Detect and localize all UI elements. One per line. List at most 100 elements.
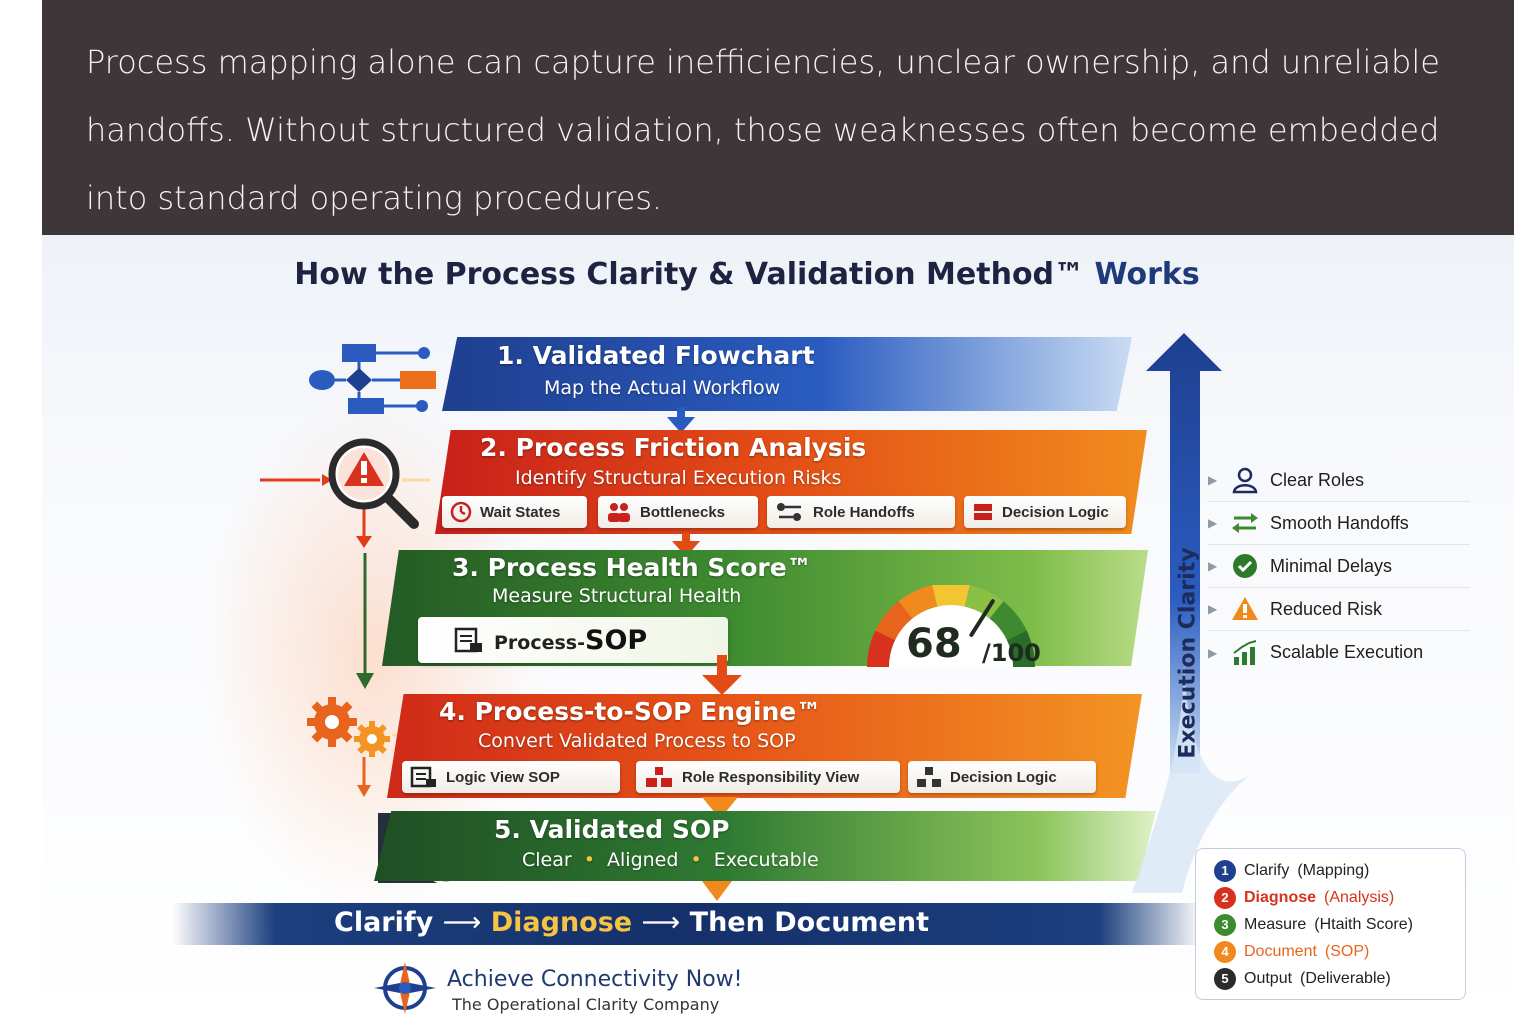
legend-detail: (Analysis): [1324, 888, 1395, 906]
box-label: Process-: [494, 631, 586, 654]
health-score-value: 68: [906, 621, 962, 667]
gauge-segment: [875, 601, 913, 641]
triangle-bullet-icon: ▶: [1208, 559, 1218, 573]
legend-row: 4 Document (SOP): [1214, 938, 1465, 965]
intro-line-2: handoffs. Without structured validation,…: [86, 111, 1440, 149]
handoff-icon: [777, 503, 801, 521]
gears-icon: [307, 697, 428, 797]
execution-clarity-label: Execution Clarity: [1175, 547, 1201, 759]
benefit-scalable-execution: ▶ Scalable Execution: [1208, 631, 1470, 674]
benefit-minimal-delays: ▶ Minimal Delays: [1208, 545, 1470, 588]
step-1-subtitle: Map the Actual Workflow: [544, 377, 781, 399]
step-3-title: 3. Process Health Score™: [452, 553, 812, 582]
triangle-bullet-icon: ▶: [1208, 645, 1218, 660]
warning-icon: [1230, 594, 1260, 624]
phase-legend: 1 Clarify (Mapping) 2 Diagnose (Analysis…: [1195, 848, 1466, 1000]
banner-document: Then Document: [689, 907, 929, 938]
step-1-band: [442, 337, 1132, 411]
gauge-segment: [964, 585, 1004, 619]
flowchart-icon: [309, 344, 436, 414]
subtitle-bullet: •: [583, 849, 595, 871]
chip-label: Role Responsibility View: [682, 768, 860, 786]
brand-tagline: The Operational Clarity Company: [452, 995, 720, 1014]
subtitle-executable: Executable: [713, 849, 819, 871]
gauge-segment: [898, 585, 938, 619]
gauge-segment: [1006, 630, 1035, 667]
chip-role-handoffs: Role Handoffs: [767, 496, 955, 528]
step-2-title: 2. Process Friction Analysis: [480, 433, 867, 462]
legend-detail: (Htaith Score): [1314, 915, 1413, 933]
banner-arrow: ⟶: [442, 907, 482, 938]
chip-label: Bottlenecks: [640, 503, 726, 521]
document-icon: [454, 627, 482, 653]
legend-number-badge: 5: [1214, 967, 1236, 990]
legend-number-badge: 4: [1214, 940, 1236, 963]
brand-name: Achieve Connectivity Now!: [447, 967, 743, 992]
legend-row: 3 Measure (Htaith Score): [1214, 911, 1465, 938]
subtitle-bullet: •: [690, 849, 702, 871]
check-circle-icon: [1230, 551, 1260, 581]
health-score-gauge: [867, 585, 1035, 667]
intro-text: Process mapping alone can capture ineffi…: [86, 28, 1486, 232]
subtitle-aligned: Aligned: [607, 849, 679, 871]
summary-banner-text: Clarify ⟶ Diagnose ⟶ Then Document: [334, 907, 929, 938]
summary-banner: [172, 903, 1202, 945]
infographic-title: How the Process Clarity & Validation Met…: [42, 257, 1452, 292]
gauge-segment: [932, 585, 970, 607]
decision-tree-icon: [917, 767, 941, 787]
benefit-reduced-risk: ▶ Reduced Risk: [1208, 588, 1470, 631]
legend-row: 1 Clarify (Mapping): [1214, 857, 1465, 884]
benefit-clear-roles: ▶ Clear Roles: [1208, 459, 1470, 502]
connector-arrow-icon: [702, 655, 742, 695]
subtitle-clear: Clear: [522, 849, 572, 871]
health-score-max: /100: [982, 639, 1041, 667]
chip-decision-logic: Decision Logic: [964, 496, 1126, 528]
step-4-title: 4. Process-to-SOP Engine™: [439, 697, 822, 726]
triangle-bullet-icon: ▶: [1208, 473, 1218, 487]
clock-icon: [450, 501, 472, 523]
banner-clarify: Clarify: [334, 907, 434, 938]
chip-bottlenecks: Bottlenecks: [598, 496, 758, 528]
connector-arrow-icon: [672, 533, 700, 557]
benefit-label: Minimal Delays: [1270, 555, 1393, 576]
magnifier-warning-icon: [260, 438, 430, 548]
chip-decision-logic-2: Decision Logic: [908, 761, 1096, 793]
legend-label: Document: [1244, 942, 1317, 960]
intro-header: Process mapping alone can capture ineffi…: [42, 0, 1514, 235]
benefit-smooth-handoffs: ▶ Smooth Handoffs: [1208, 502, 1470, 545]
legend-number-badge: 1: [1214, 859, 1236, 882]
method-infographic: How the Process Clarity & Validation Met…: [42, 235, 1514, 1024]
connector-arrow-icon: [702, 881, 732, 901]
chip-logic-view-sop: Logic View SOP: [402, 761, 620, 793]
document-icon: [410, 766, 436, 788]
legend-detail: (Deliverable): [1300, 969, 1391, 987]
chip-label: Decision Logic: [1002, 503, 1109, 521]
step-4-subtitle: Convert Validated Process to SOP: [478, 730, 796, 752]
title-end: Works: [1094, 257, 1200, 292]
legend-detail: (Mapping): [1297, 861, 1370, 879]
gauge-needle: [969, 599, 995, 637]
growth-chart-icon: [1230, 638, 1260, 668]
swap-arrows-icon: [1230, 508, 1260, 538]
legend-detail: (SOP): [1324, 942, 1370, 960]
compass-logo-icon: [374, 962, 436, 1014]
left-flow-arrow-icon: [356, 553, 374, 689]
benefit-label: Reduced Risk: [1270, 598, 1383, 619]
step-1-title: 1. Validated Flowchart: [497, 341, 815, 370]
legend-number-badge: 2: [1214, 886, 1236, 909]
connector-arrow-icon: [702, 797, 738, 819]
banner-arrow: ⟶: [641, 907, 681, 938]
connector-arrow-icon: [667, 407, 695, 433]
intro-line-3: into standard operating procedures.: [86, 179, 663, 217]
benefits-list: ▶ Clear Roles ▶ Smooth Handoffs ▶ Minima…: [1208, 459, 1470, 674]
legend-label: Measure: [1244, 915, 1307, 933]
step-5-title: 5. Validated SOP: [494, 815, 730, 844]
chip-label: Decision Logic: [950, 768, 1057, 786]
triangle-bullet-icon: ▶: [1208, 516, 1218, 530]
chip-label: Wait States: [480, 503, 561, 521]
step-3-subtitle: Measure Structural Health: [492, 585, 742, 607]
execution-clarity-arrow: [1132, 333, 1252, 893]
benefit-label: Clear Roles: [1270, 469, 1365, 490]
legend-row: 5 Output (Deliverable): [1214, 965, 1465, 992]
gauge-segment: [989, 601, 1027, 641]
